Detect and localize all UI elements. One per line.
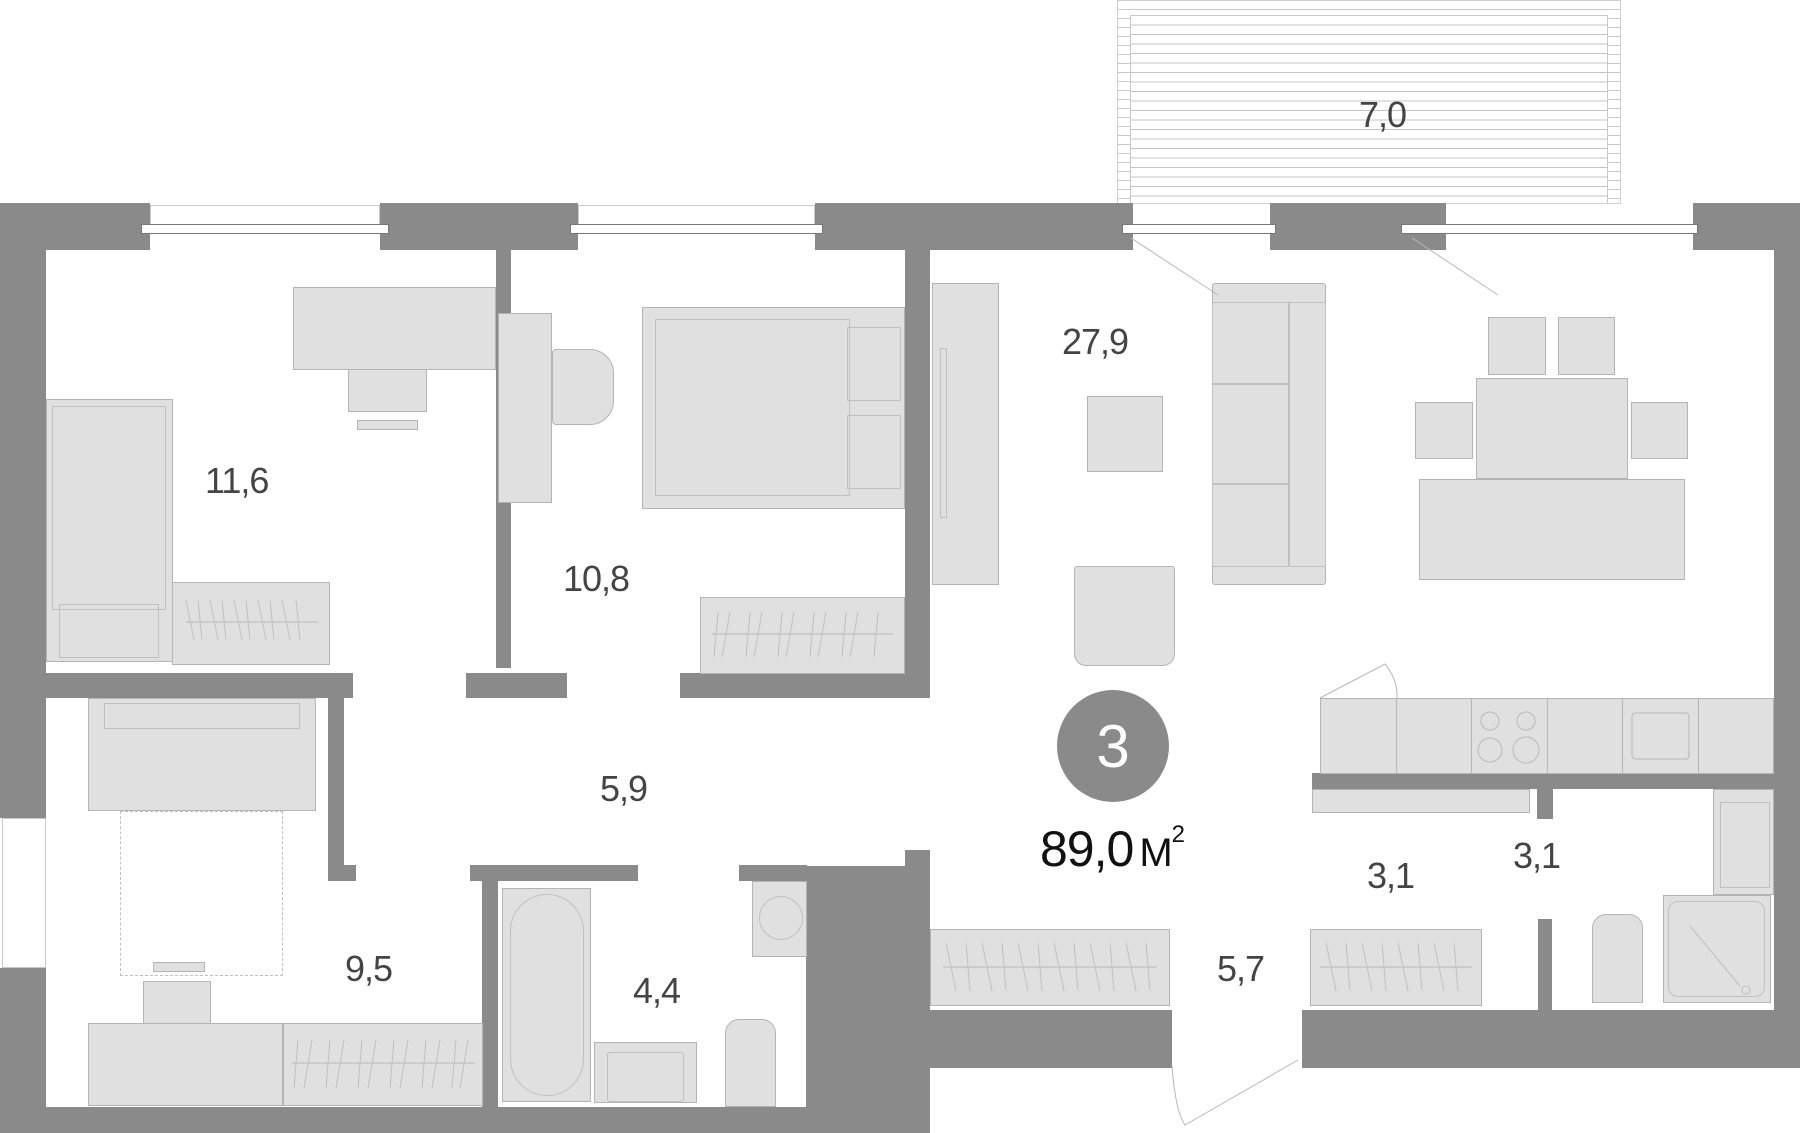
wardrobe-bedroom-1 xyxy=(172,582,330,665)
dining-chair-left xyxy=(1415,402,1473,459)
dining-chair-right xyxy=(1631,402,1688,459)
washing-machine-drum xyxy=(759,896,803,940)
column-cap xyxy=(905,850,930,868)
monitor-stand-bedroom-3 xyxy=(153,962,205,972)
wall-bathroom-top-left xyxy=(470,865,638,881)
area-label-bathroom: 4,4 xyxy=(633,970,681,1011)
sofa-back xyxy=(1289,302,1326,567)
monitor-bedroom-3 xyxy=(143,981,211,1024)
area-label-balcony: 7,0 xyxy=(1359,94,1407,135)
dining-table xyxy=(1476,378,1628,479)
balcony-decking xyxy=(1130,15,1608,203)
monitor-stand-bedroom-1 xyxy=(357,420,418,430)
window-sill-bedroom-2 xyxy=(570,224,823,234)
wall-bedroom2-bottom-right xyxy=(680,673,930,698)
desk-bedroom-3 xyxy=(88,1023,283,1106)
area-label-wardrobe-corridor: 3,1 xyxy=(1367,855,1415,896)
entrance-door-swing xyxy=(1171,1059,1299,1126)
sideboard xyxy=(1419,479,1685,580)
coffee-table xyxy=(1087,396,1163,472)
outer-wall-left-lower xyxy=(0,968,46,1133)
bed-bedroom-1 xyxy=(46,399,173,662)
kitchen-upper-shelf xyxy=(1312,789,1530,813)
area-label-bedroom-3: 9,5 xyxy=(345,948,393,989)
armchair xyxy=(1074,566,1175,666)
total-area-value: 89,0 xyxy=(1040,821,1134,877)
tv-cabinet xyxy=(932,283,999,585)
balcony-door-2[interactable] xyxy=(1401,224,1698,234)
kitchen-stove xyxy=(1471,698,1548,774)
area-label-hallway: 5,9 xyxy=(600,768,648,809)
outer-wall-left-upper xyxy=(0,203,46,818)
dining-chair-top-right xyxy=(1558,317,1615,375)
chair-bedroom-2 xyxy=(552,349,614,425)
pillow-left-bedroom-2 xyxy=(847,327,901,401)
rooms-count-badge: 3 xyxy=(1057,690,1169,802)
pillow-right-bedroom-2 xyxy=(847,415,901,489)
balcony-door-2-swing xyxy=(1411,237,1499,296)
kitchen-door-swing xyxy=(1319,663,1398,699)
sofa-bed-back xyxy=(104,703,300,729)
wall-bathroom-top-right xyxy=(739,865,807,881)
total-area-unit: М xyxy=(1139,831,1172,875)
outer-wall-top-b xyxy=(815,203,1133,250)
wall-kitchen-bottom xyxy=(1312,773,1774,789)
sofa-bed-bedroom-3 xyxy=(88,698,316,811)
balcony xyxy=(1117,0,1621,204)
wall-bedroom1-bottom xyxy=(46,673,353,698)
bathtub-inner xyxy=(510,894,584,1096)
area-label-bedroom-1: 11,6 xyxy=(205,460,269,501)
wall-bedroom3-right-stub xyxy=(344,865,356,881)
structural-column-ext xyxy=(880,866,930,1068)
desk-bedroom-2 xyxy=(498,313,552,503)
shower-tray xyxy=(1663,895,1771,1003)
pillow-bedroom-1 xyxy=(59,604,159,658)
area-label-living-kitchen: 27,9 xyxy=(1062,321,1129,362)
area-label-bedroom-2: 10,8 xyxy=(563,558,630,599)
sink-shower-room xyxy=(1713,789,1774,895)
wall-shower-left xyxy=(1538,919,1552,1010)
dining-chair-top-left xyxy=(1488,317,1546,375)
window-bedroom-3 xyxy=(2,818,46,968)
sofa-cushion-1 xyxy=(1212,302,1289,384)
area-label-shower-room: 3,1 xyxy=(1513,835,1561,876)
toilet-shower-room xyxy=(1592,914,1643,1003)
sofa-bed-unfolded xyxy=(120,811,283,976)
toilet-bathroom xyxy=(725,1019,776,1107)
outer-wall-bottom-mid xyxy=(930,1010,1172,1068)
balcony-door-1-swing xyxy=(1130,237,1219,296)
kitchen-cabinet-2 xyxy=(1396,698,1472,774)
wall-bedroom2-living xyxy=(905,250,930,698)
blanket-bedroom-2 xyxy=(655,319,850,496)
wardrobe-bedroom-2 xyxy=(700,597,905,674)
outer-wall-bottom-left xyxy=(0,1107,880,1133)
wall-bedroom2-bottom-left xyxy=(466,673,567,698)
desk-bedroom-1 xyxy=(293,287,496,370)
total-area-unit-power: 2 xyxy=(1171,821,1185,848)
kitchen-cabinet-1 xyxy=(1320,698,1397,774)
blanket-bedroom-1 xyxy=(52,406,166,610)
wall-bedroom3-right xyxy=(328,698,344,881)
wardrobe-bedroom-3 xyxy=(283,1023,483,1106)
kitchen-cabinet-4 xyxy=(1698,698,1774,774)
area-label-entrance-hall: 5,7 xyxy=(1217,948,1265,989)
balcony-door-1[interactable] xyxy=(1122,224,1276,234)
monitor-bedroom-1 xyxy=(348,369,427,412)
sofa-cushion-3 xyxy=(1212,484,1289,567)
washbasin-bowl xyxy=(607,1052,684,1102)
outer-wall-top-a xyxy=(380,203,578,250)
wall-shower-stub xyxy=(1537,789,1553,819)
window-sill-bedroom-1 xyxy=(141,224,389,234)
bed-bedroom-2 xyxy=(642,307,905,509)
shower-tray-inner xyxy=(1668,901,1765,997)
sofa-cushion-2 xyxy=(1212,384,1289,484)
outer-wall-right xyxy=(1774,203,1800,1068)
kitchen-sink xyxy=(1622,698,1699,774)
outer-wall-bottom-right xyxy=(1302,1010,1800,1068)
sink-shower-room-bowl xyxy=(1720,802,1770,888)
tv xyxy=(940,348,947,518)
wall-bathroom-left xyxy=(482,881,498,1111)
